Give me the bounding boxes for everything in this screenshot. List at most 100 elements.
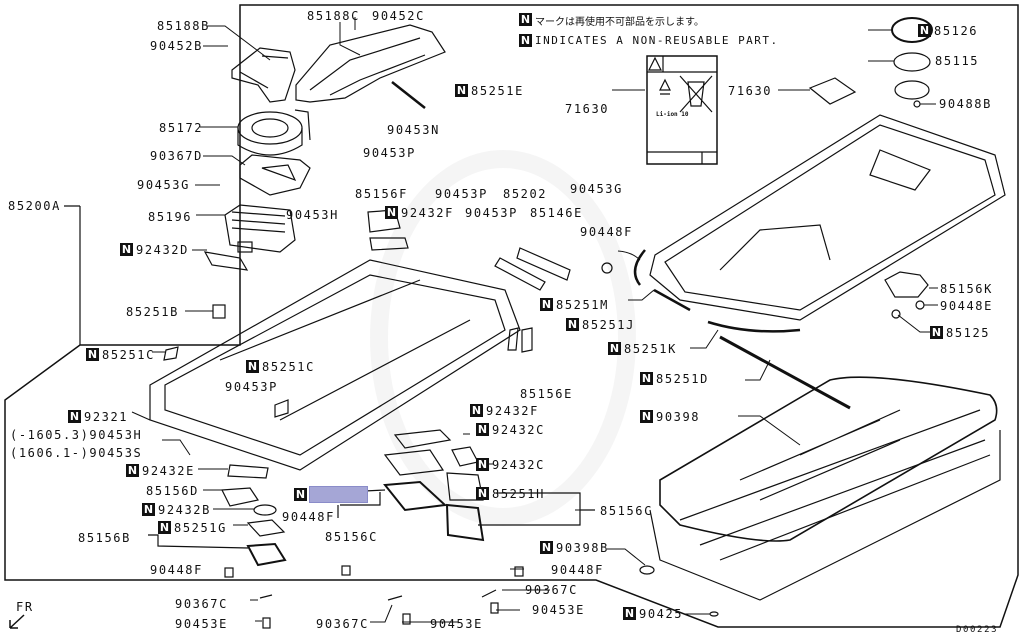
- part-number: 90453G: [137, 178, 190, 192]
- part-number: 90453P: [363, 146, 416, 160]
- part-label-90448e: 90448E: [940, 299, 993, 313]
- seal-85251J: [653, 288, 691, 312]
- part-number: 90448F: [150, 563, 203, 577]
- n-mark-icon: N: [476, 458, 489, 471]
- warning-label-text: Li-ion 10: [656, 111, 689, 118]
- part-number: 90453E: [430, 617, 483, 631]
- part-label-90453p-top: 90453P: [363, 146, 416, 160]
- part-number: 85251C: [102, 348, 155, 362]
- ring-85115: [893, 52, 931, 72]
- part-label-90453p-mid: 90453P: [225, 380, 278, 394]
- part-number: 85156C: [600, 504, 653, 518]
- part-number: 85156C: [325, 530, 378, 544]
- warning-label-71630: [646, 55, 718, 165]
- part-number: 90398: [656, 410, 701, 424]
- part-label-90448f-left: 90448F: [150, 563, 203, 577]
- seal-85251C-left: [163, 346, 179, 361]
- n-mark-icon: N: [158, 521, 171, 534]
- seal-85251D: [719, 335, 851, 410]
- seal-85251C-mid: [274, 399, 289, 418]
- lower-frame: [649, 376, 1001, 601]
- sticker-71630: [808, 77, 857, 105]
- n-mark-icon: N: [476, 423, 489, 436]
- seal-85251K: [707, 320, 801, 333]
- part-number: 90448F: [580, 225, 633, 239]
- part-number: 71630: [565, 102, 610, 116]
- part-label-85200a: 85200A: [8, 199, 61, 213]
- part-label-85156f: 85156F: [355, 187, 408, 201]
- part-label-90452b: 90452B: [150, 39, 203, 53]
- part-number: 90453G: [570, 182, 623, 196]
- part-label-90453e-left: 90453E: [175, 617, 228, 631]
- seal-85251E: [391, 81, 426, 109]
- bolt-group-bottom: [224, 565, 524, 629]
- gasket-85251H: [446, 472, 484, 501]
- part-number: 90452B: [150, 39, 203, 53]
- part-number: 90367C: [316, 617, 369, 631]
- part-label-85156d: 85156D: [146, 484, 199, 498]
- n-mark-icon: N: [476, 487, 489, 500]
- part-label-90367c-mid: 90367C: [316, 617, 369, 631]
- bolt-90488B: [913, 100, 921, 108]
- part-label-90448f-top: 90448F: [580, 225, 633, 239]
- part-label-85156e: 85156E: [520, 387, 573, 401]
- part-number: 90448E: [940, 299, 993, 313]
- note-en-text: INDICATES A NON-REUSABLE PART.: [535, 34, 779, 47]
- part-number: (1606.1-)90453S: [10, 446, 143, 460]
- part-number: 85125: [946, 326, 991, 340]
- part-number: 85146E: [530, 206, 583, 220]
- part-number: 85251D: [656, 372, 709, 386]
- part-85156B: [246, 542, 287, 567]
- part-number: 85126: [934, 24, 979, 38]
- n-mark-icon: N: [385, 206, 398, 219]
- part-label-90452c: 90452C: [372, 9, 425, 23]
- duct-85188B: [231, 47, 296, 103]
- part-number: 85251J: [582, 318, 635, 332]
- part-label-90453s-range: (1606.1-)90453S: [10, 446, 142, 460]
- nut-90448E: [915, 300, 925, 310]
- part-number: 71630: [728, 84, 773, 98]
- part-85156E: [521, 327, 533, 353]
- recycle-icon: [659, 78, 671, 95]
- part-label-90448f-mid: 90448F: [282, 510, 335, 524]
- part-number: 85172: [159, 121, 204, 135]
- part-label-90453n: 90453N: [387, 123, 440, 137]
- part-label-85156b: 85156B: [78, 531, 131, 545]
- part-number: 85115: [935, 54, 980, 68]
- frame-border: [4, 4, 1019, 628]
- part-label-85156k: 85156K: [940, 282, 993, 296]
- part-number: 90425: [639, 607, 684, 621]
- part-85156D: [221, 487, 259, 507]
- n-mark-icon: N: [623, 607, 636, 620]
- part-number: 90367D: [150, 149, 203, 163]
- part-label-redacted: N: [294, 488, 310, 502]
- part-number: 85156F: [355, 187, 408, 201]
- part-number: 92432C: [492, 458, 545, 472]
- plug-85125: [891, 309, 901, 319]
- block-85251B: [212, 304, 226, 319]
- gasket-92432D: [203, 251, 249, 271]
- part-number: 92321: [84, 410, 129, 424]
- gasket-92432F-mid: [507, 327, 519, 351]
- part-label-90453g-left: 90453G: [137, 178, 190, 192]
- redacted-label-field: [309, 486, 368, 503]
- n-mark-icon: N: [86, 348, 99, 361]
- part-number: 85251B: [126, 305, 179, 319]
- n-mark-icon: N: [294, 488, 307, 501]
- part-label-90453h-range: (-1605.3)90453H: [10, 428, 142, 442]
- part-number: 85251H: [492, 487, 545, 501]
- part-label-85156c-right: 85156C: [600, 504, 653, 518]
- gasket-92432C-a: [393, 429, 452, 449]
- orientation-label: FR: [16, 600, 34, 614]
- part-label-85188b: 85188B: [157, 19, 210, 33]
